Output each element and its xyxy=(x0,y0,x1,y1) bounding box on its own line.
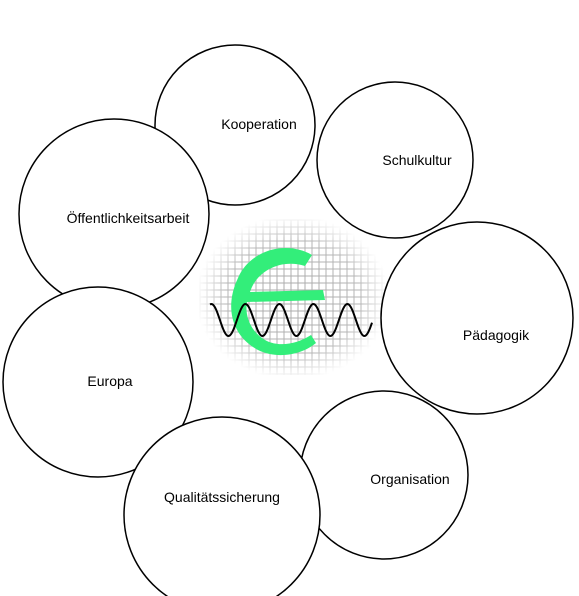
topic-label-schulkultur: Schulkultur xyxy=(382,152,452,168)
topic-circle xyxy=(316,81,474,239)
topic-paedagogik: Pädagogik xyxy=(380,221,574,415)
topic-label-oeffentlichkeitsarbeit: Öffentlichkeitsarbeit xyxy=(67,209,190,226)
topic-organisation: Organisation xyxy=(299,390,469,560)
topic-label-europa: Europa xyxy=(87,373,132,389)
topic-label-kooperation: Kooperation xyxy=(221,116,297,132)
topic-europa: Europa xyxy=(2,286,194,478)
topic-oeffentlichkeitsarbeit: Öffentlichkeitsarbeit xyxy=(18,118,210,310)
topic-circle xyxy=(380,221,574,415)
center-logo xyxy=(199,219,385,375)
topic-label-qualitaetssicherung: Qualitätssicherung xyxy=(164,489,280,505)
topic-schulkultur: Schulkultur xyxy=(316,81,474,239)
logo-letter-e xyxy=(231,248,325,356)
topic-circle xyxy=(123,416,321,596)
topic-label-paedagogik: Pädagogik xyxy=(463,327,530,343)
topic-circle xyxy=(2,286,194,478)
logo-wave xyxy=(209,302,373,338)
topic-qualitaetssicherung: Qualitätssicherung xyxy=(123,416,321,596)
topic-label-organisation: Organisation xyxy=(370,471,449,487)
